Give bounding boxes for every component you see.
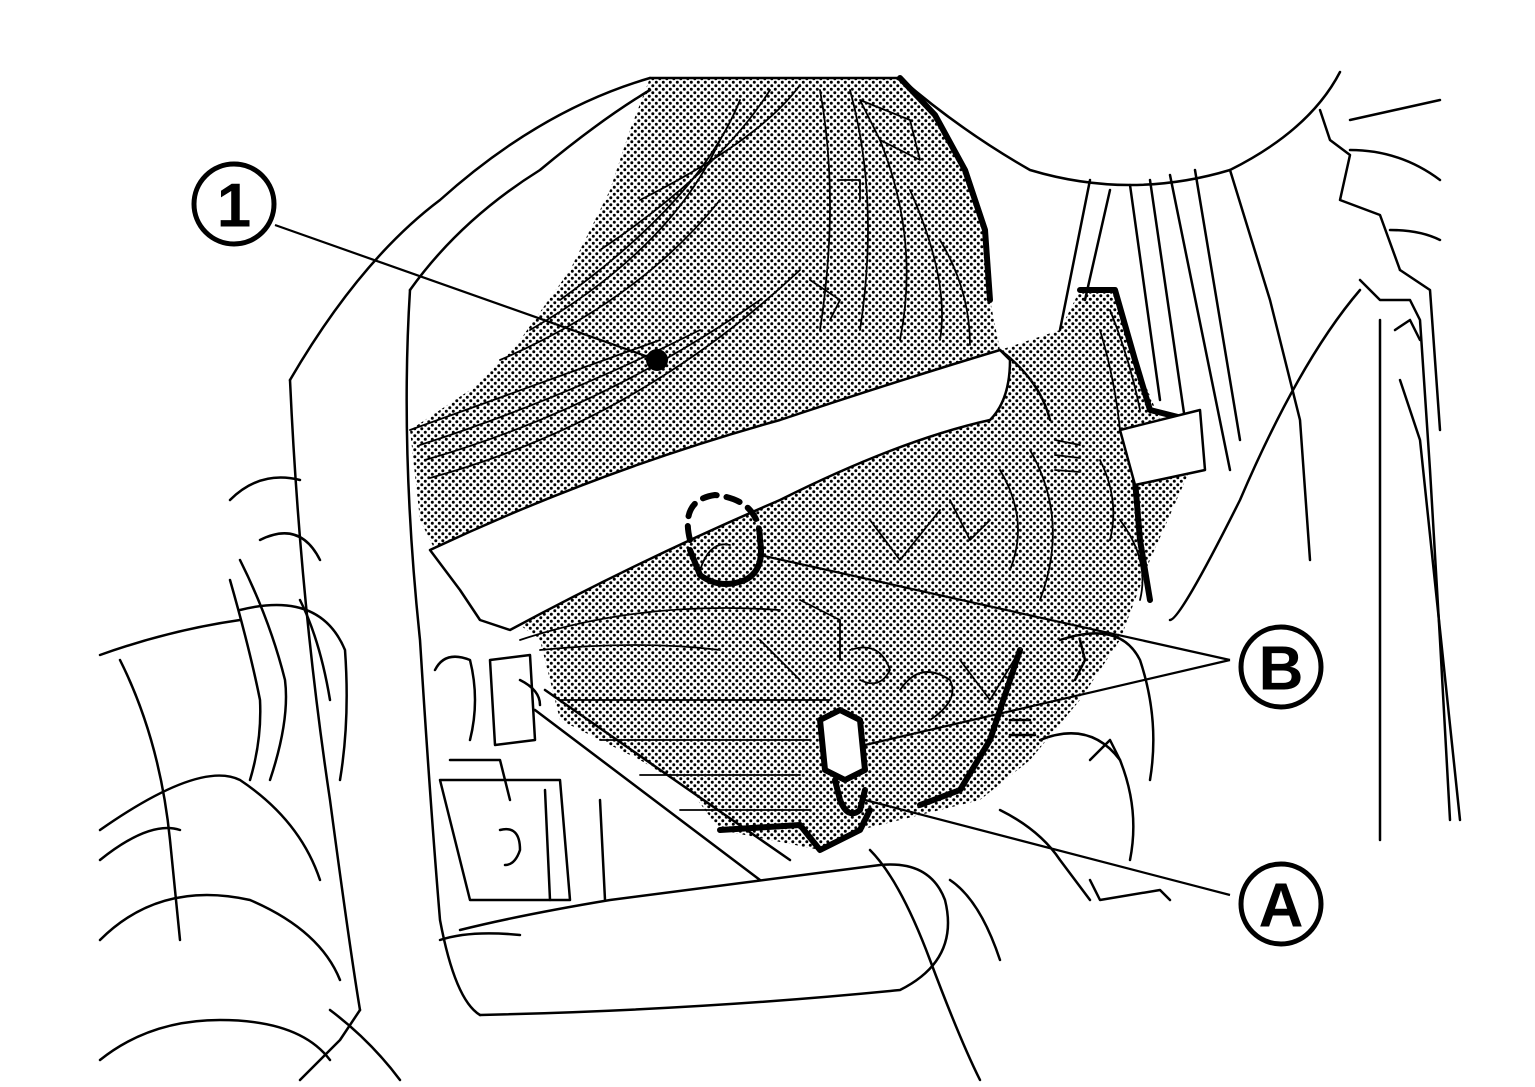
lower-hardware	[433, 632, 1172, 1082]
leader-line-b-upper	[759, 553, 1231, 662]
leader-line-b-lower	[864, 658, 1231, 747]
callout-1: 1	[191, 161, 277, 247]
leader-line-a	[864, 798, 1231, 897]
housing-contour-lines	[409, 84, 1144, 811]
callout-b: B	[1238, 624, 1324, 710]
leader-line-1	[274, 223, 658, 362]
leader-dot-1	[646, 349, 668, 371]
bolt-a	[817, 707, 868, 817]
left-background-shapes	[98, 476, 402, 1082]
upper-right-body	[898, 70, 1342, 472]
callout-b-label: B	[1259, 635, 1304, 704]
callout-1-label: 1	[217, 172, 251, 241]
clip-b	[684, 492, 764, 587]
callout-a-label: A	[1259, 872, 1304, 941]
crossing-tube	[428, 348, 1052, 632]
callout-a: A	[1238, 861, 1324, 947]
side-bracket	[1099, 309, 1207, 487]
leader-lines	[274, 223, 1231, 897]
right-side-panel	[1168, 98, 1462, 842]
